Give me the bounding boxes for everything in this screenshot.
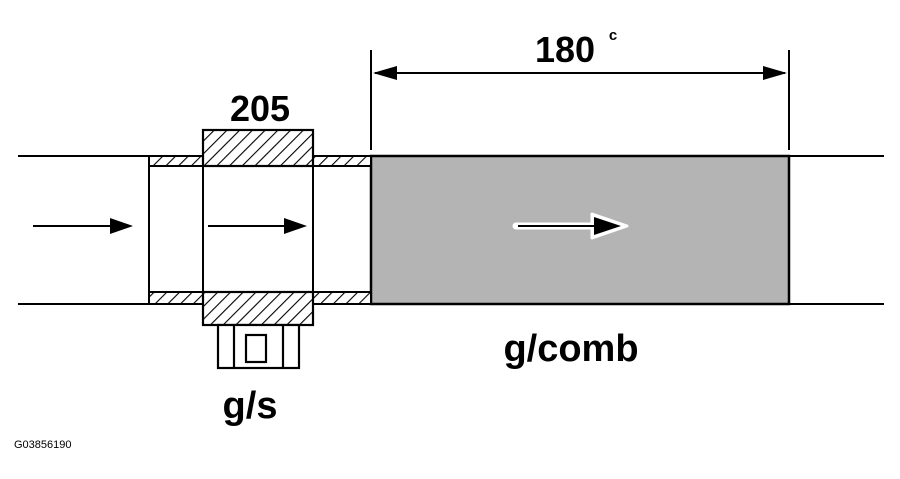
hatch-top-right	[312, 155, 372, 167]
meter-value-label: 205	[230, 88, 290, 129]
dimension-line	[370, 50, 790, 150]
figure-id-label: G03856190	[14, 439, 72, 451]
dimension-arrow-right-head-icon	[763, 66, 787, 80]
sensor-label: g/s	[223, 385, 278, 427]
meter-body-top	[201, 128, 315, 168]
hatch-bottom-left	[148, 291, 204, 305]
sensor-connector-icon	[216, 323, 301, 370]
meter-body-bottom	[201, 290, 315, 327]
dimension-value-label: 180	[535, 29, 595, 70]
flow-arrow-head-icon	[110, 218, 133, 234]
meter-body-sides	[202, 166, 314, 292]
connector-pin	[244, 333, 268, 364]
hatched-tube-walls	[148, 155, 372, 305]
flow-arrows	[33, 212, 629, 240]
dimension-unit-label: c	[609, 27, 617, 44]
flow-arrow-head-icon	[284, 218, 307, 234]
flow-arrow-head-icon	[594, 217, 621, 235]
combustion-chamber	[369, 154, 791, 306]
hatch-top-left	[148, 155, 204, 167]
combustion-label: g/comb	[503, 328, 638, 370]
meter-tube	[148, 156, 372, 304]
dimension-arrow-left-head-icon	[373, 66, 397, 80]
meter-body	[201, 128, 315, 327]
hatch-bottom-right	[312, 291, 372, 305]
